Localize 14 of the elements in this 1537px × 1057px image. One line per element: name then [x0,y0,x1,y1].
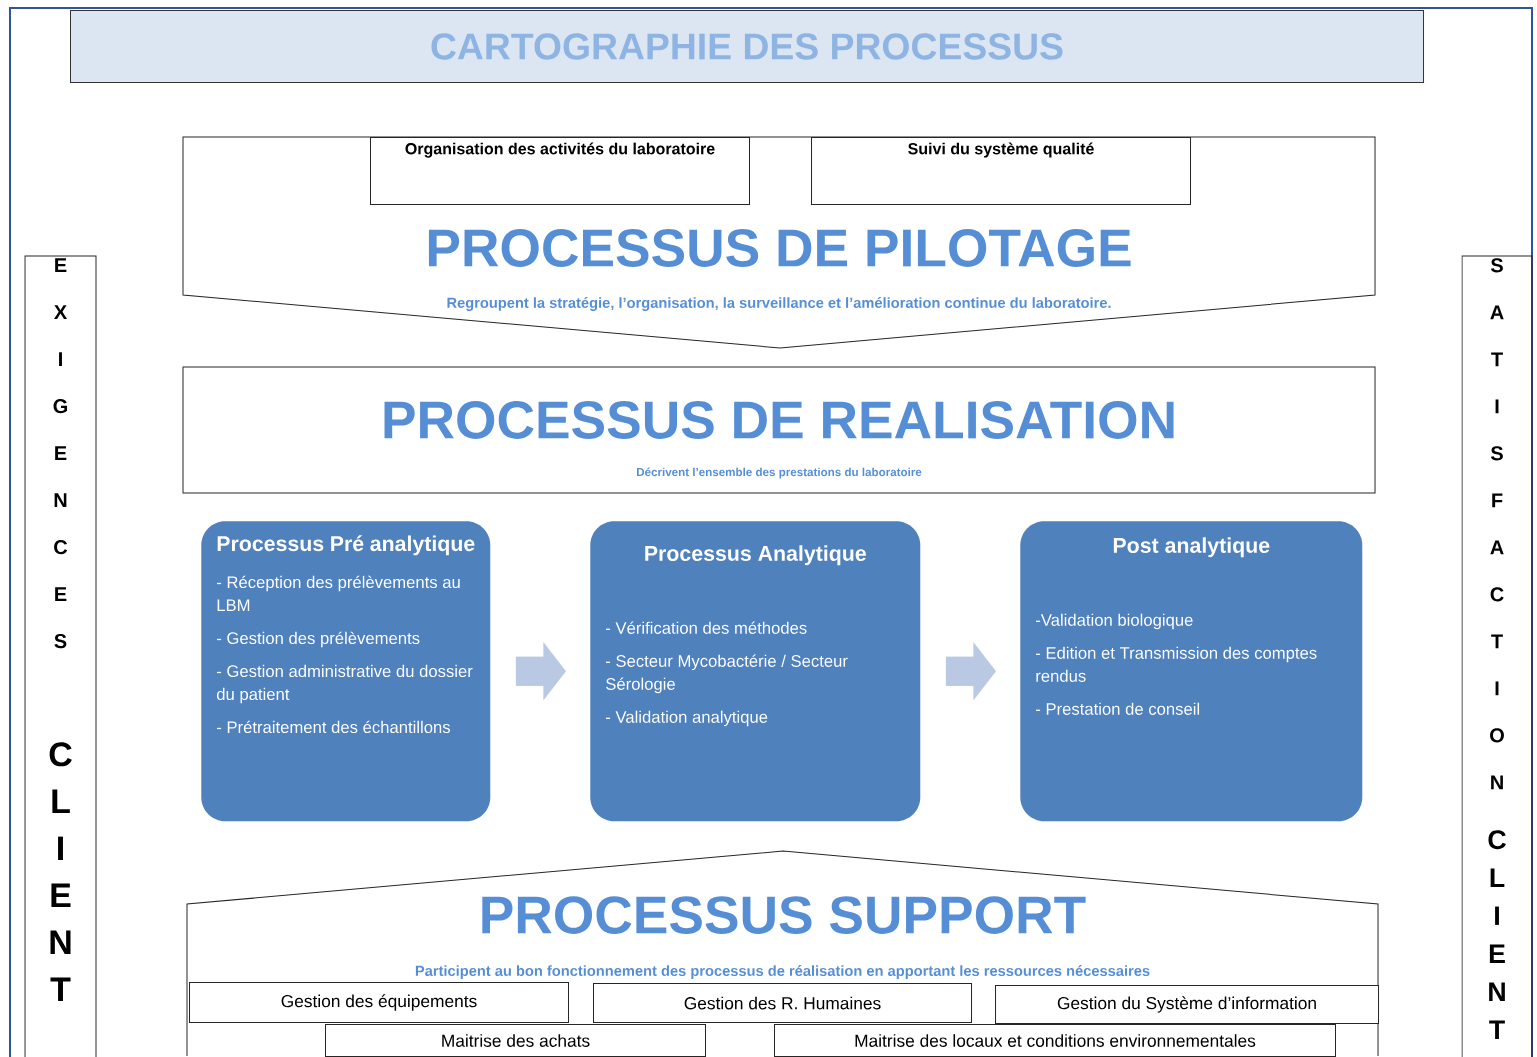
activity-box: Gestion du Système d’information [995,985,1379,1024]
activity-box: Gestion des équipements [189,982,569,1023]
process-card: Processus Pré analytique - Réception des prélèvements au LBM - Gestion des prélèvements - Gestion administrative du dossier du patient - Prétraitement des échantillons [201,521,491,822]
vertical-banner: EXIGENCES CLIENT [24,255,97,1057]
vertical-banner: SATISFACTION CLIENT [1461,255,1533,1057]
activity-box: Suivi du système qualité [811,137,1191,205]
activity-box: Maitrise des locaux et conditions environnementales [774,1024,1336,1057]
activity-box: Gestion des R. Humaines [593,983,972,1023]
activity-box: Organisation des activités du laboratoire [370,137,750,205]
process-box: PROCESSUS DE REALISATION Décrivent l’ensemble des prestations du laboratoire [182,366,1376,494]
process-card: Processus Analytique - Vérification des méthodes - Secteur Mycobactérie / Secteur Sérologie - Validation analytique [590,521,921,822]
activity-box: Maitrise des achats [325,1024,706,1057]
process-card: Post analytique -Validation biologique - Edition et Transmission des comptes rendus - Prestation de conseil [1020,521,1363,822]
title-banner: CARTOGRAPHIE DES PROCESSUS [70,10,1424,83]
